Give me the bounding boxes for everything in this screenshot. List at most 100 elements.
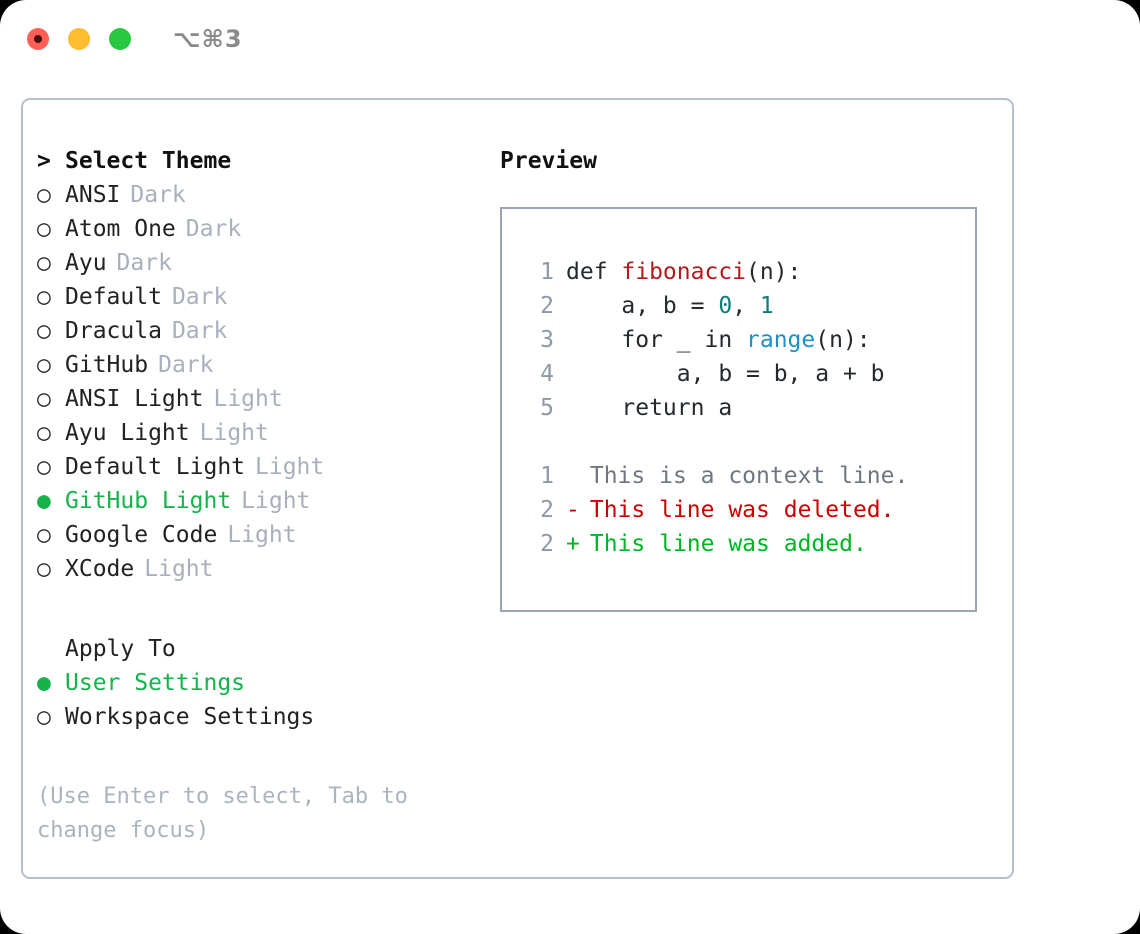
radio-unselected-icon[interactable]: ○ [37, 352, 51, 378]
diff-line: 1 This is a context line. [516, 463, 975, 497]
code-line-number: 4 [540, 361, 554, 387]
radio-selected-icon[interactable]: ● [37, 488, 51, 514]
theme-variant-tag: Light [213, 386, 283, 412]
theme-name-label: Dracula [65, 318, 162, 344]
apply-to-header: Apply To [37, 636, 487, 670]
keyboard-shortcut-label: ⌥⌘3 [173, 25, 243, 53]
code-token-plain: (n): [815, 327, 871, 353]
diff-sign: - [566, 497, 580, 523]
theme-variant-tag: Light [241, 488, 311, 514]
theme-list-item[interactable]: ○ Ayu Dark [37, 250, 487, 284]
code-token-plain: (n): [746, 259, 802, 285]
theme-variant-tag: Dark [185, 216, 242, 242]
diff-line-number: 1 [540, 463, 554, 489]
theme-variant-tag: Light [227, 522, 297, 548]
window-titlebar: ⌥⌘3 [0, 0, 1140, 78]
radio-unselected-icon[interactable]: ○ [37, 250, 51, 276]
radio-unselected-icon[interactable]: ○ [37, 522, 51, 548]
code-token-plain: def [566, 259, 622, 285]
diff-text: This line was deleted. [589, 497, 895, 523]
select-theme-title: Select Theme [65, 148, 232, 174]
minimize-button-icon[interactable] [68, 28, 90, 50]
code-token-plain: return a [566, 395, 733, 421]
apply-to-marker-placeholder [37, 636, 65, 662]
radio-selected-icon[interactable]: ● [37, 670, 51, 696]
window-controls [27, 28, 131, 50]
code-line: 3 for _ in range(n): [516, 327, 975, 361]
theme-variant-tag: Dark [171, 318, 228, 344]
theme-name-label: Ayu [65, 250, 107, 276]
apply-to-label: Workspace Settings [65, 704, 315, 730]
code-token-number: 0 [718, 293, 733, 319]
radio-unselected-icon[interactable]: ○ [37, 704, 51, 730]
radio-unselected-icon[interactable]: ○ [37, 216, 51, 242]
radio-unselected-icon[interactable]: ○ [37, 454, 51, 480]
close-button-icon[interactable] [27, 28, 49, 50]
code-token-plain: , [732, 293, 760, 319]
theme-name-label: Atom One [65, 216, 176, 242]
theme-variant-tag: Light [255, 454, 325, 480]
code-token-number: 1 [759, 293, 774, 319]
preview-spacer [516, 429, 975, 463]
theme-list-item[interactable]: ○ Atom One Dark [37, 216, 487, 250]
theme-variant-tag: Light [199, 420, 269, 446]
diff-line-number: 2 [540, 497, 554, 523]
diff-sample: 1 This is a context line.2-This line was… [516, 463, 975, 565]
theme-list-item[interactable]: ○ ANSI Light Light [37, 386, 487, 420]
apply-to-list: ● User Settings ○ Workspace Settings [37, 670, 487, 738]
theme-name-label: Default Light [65, 454, 246, 480]
radio-unselected-icon[interactable]: ○ [37, 182, 51, 208]
theme-variant-tag: Light [144, 556, 214, 582]
code-line: 4 a, b = b, a + b [516, 361, 975, 395]
theme-variant-tag: Dark [116, 250, 172, 276]
apply-to-item[interactable]: ● User Settings [37, 670, 487, 704]
keyboard-hint-text: (Use Enter to select, Tab to change focu… [37, 784, 408, 843]
apply-to-title: Apply To [65, 636, 176, 662]
preview-title: Preview [500, 148, 597, 174]
radio-unselected-icon[interactable]: ○ [37, 284, 51, 310]
code-line-number: 5 [540, 395, 554, 421]
theme-name-label: ANSI [65, 182, 121, 208]
theme-variant-tag: Dark [171, 284, 228, 310]
diff-text: This is a context line. [589, 463, 909, 489]
maximize-button-icon[interactable] [109, 28, 131, 50]
theme-list-item[interactable]: ○ Default Light Light [37, 454, 487, 488]
diff-line: 2 + This line was added. [516, 531, 975, 565]
radio-unselected-icon[interactable]: ○ [37, 386, 51, 412]
radio-unselected-icon[interactable]: ○ [37, 420, 51, 446]
theme-list-item[interactable]: ○ XCode Light [37, 556, 487, 590]
theme-list-item[interactable]: ○ Dracula Dark [37, 318, 487, 352]
code-line-number: 2 [540, 293, 554, 319]
select-theme-header: > Select Theme [37, 148, 487, 182]
theme-name-label: XCode [65, 556, 135, 582]
code-token-function: fibonacci [621, 259, 747, 285]
theme-name-label: GitHub [65, 352, 149, 378]
diff-line-number: 2 [540, 531, 554, 557]
radio-unselected-icon[interactable]: ○ [37, 318, 51, 344]
diff-line: 2-This line was deleted. [516, 497, 975, 531]
code-line: 5 return a [516, 395, 975, 429]
diff-sign [566, 463, 580, 489]
diff-text: This line was added. [589, 531, 867, 557]
theme-name-label: ANSI Light [65, 386, 204, 412]
code-line-number: 3 [540, 327, 554, 353]
radio-unselected-icon[interactable]: ○ [37, 556, 51, 582]
diff-sign: + [566, 531, 580, 557]
code-token-call: range [746, 327, 816, 353]
code-token-plain: a, b = [566, 293, 719, 319]
code-line: 2 a, b = 0, 1 [516, 293, 975, 327]
apply-to-item[interactable]: ○ Workspace Settings [37, 704, 487, 738]
apply-to-label: User Settings [65, 670, 246, 696]
